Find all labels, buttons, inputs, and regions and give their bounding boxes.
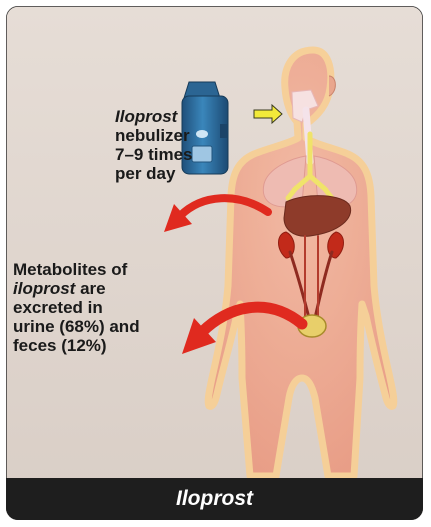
metabolism-line-5: feces (12%) — [13, 336, 107, 355]
metabolism-line-2: are — [75, 279, 105, 298]
dosing-drug-name: Iloprost — [115, 107, 177, 126]
metabolism-line-1: Metabolites of — [13, 260, 127, 279]
dosing-line-3: per day — [115, 164, 175, 183]
footer-title: Iloprost — [176, 487, 253, 510]
dosing-line-1: nebulizer — [115, 126, 190, 145]
metabolism-line-4: urine (68%) and — [13, 317, 140, 336]
metabolism-line-3: excreted in — [13, 298, 103, 317]
dosing-line-2: 7–9 times — [115, 145, 193, 164]
footer-title-bar: Iloprost — [6, 478, 423, 520]
metabolism-drug-name: iloprost — [13, 279, 75, 298]
